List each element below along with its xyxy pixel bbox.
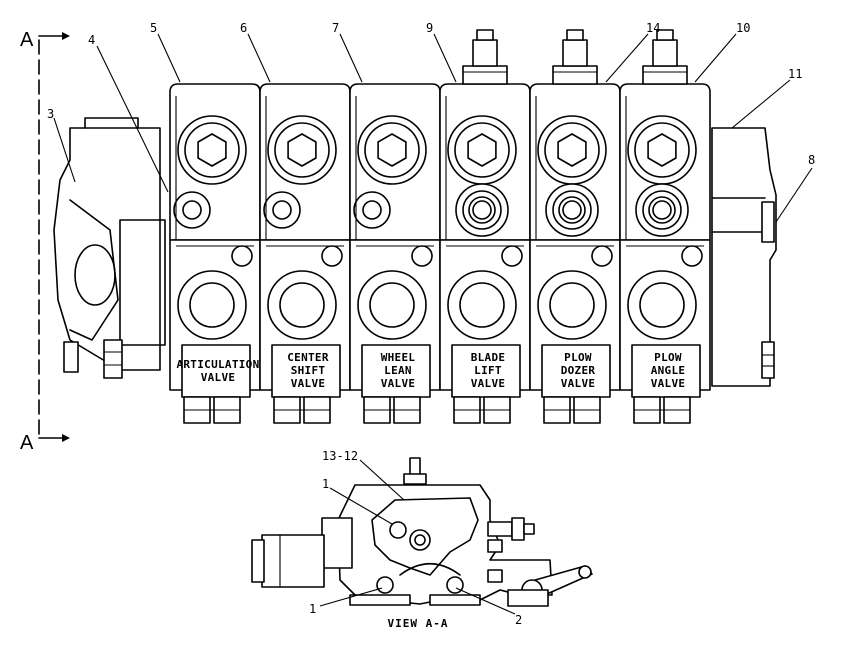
articulation-valve-label-line1: ARTICULATION	[176, 358, 259, 371]
blade-lift-valve-label-line1: BLADE	[471, 351, 506, 364]
view-a-a-label: VIEW A-A	[388, 617, 449, 630]
plow-dozer-valve-label-line1: PLOW	[564, 351, 592, 364]
plow-dozer-valve-label-line2: DOZER	[561, 364, 596, 377]
callout-6: 6	[240, 21, 247, 35]
callout-1-lower: 1	[309, 602, 316, 616]
callout-7: 7	[332, 21, 339, 35]
callout-4: 4	[88, 33, 95, 47]
center-shift-valve-label-line3: VALVE	[291, 377, 326, 390]
callout-leaders	[53, 33, 813, 615]
plow-angle-valve-label-line1: PLOW	[654, 351, 682, 364]
section-line-a-a: A A	[20, 29, 70, 454]
plow-angle-valve-label-line3: VALVE	[651, 377, 686, 390]
callout-9: 9	[426, 21, 433, 35]
inlet-housing	[53, 117, 166, 379]
callout-1-upper: 1	[322, 477, 329, 491]
center-shift-valve-label-line2: SHIFT	[291, 364, 326, 377]
articulation-valve-label-line2: VALVE	[201, 371, 236, 384]
wheel-lean-valve-label-line3: VALVE	[381, 377, 416, 390]
outlet-housing	[711, 127, 777, 387]
plow-angle-valve-label-line2: ANGLE	[651, 364, 686, 377]
callout-10: 10	[736, 21, 750, 35]
wheel-lean-valve-label-line2: LEAN	[384, 364, 412, 377]
callout-13-12: 13-12	[322, 449, 358, 463]
center-shift-valve-label-line1: CENTER	[287, 351, 329, 364]
wheel-lean-valve-label-line1: WHEEL	[381, 351, 416, 364]
plow-dozer-valve-label-line3: VALVE	[561, 377, 596, 390]
blade-lift-valve-label-line2: LIFT	[474, 364, 502, 377]
callout-2: 2	[515, 613, 522, 627]
callout-labels: 3 4 5 6 7 9 14 10 11 8 13-12 1 1 2	[47, 21, 815, 627]
callout-3: 3	[47, 107, 54, 121]
callout-11: 11	[788, 67, 802, 81]
valve-sections: ARTICULATIONVALVECENTERSHIFTVALVEWHEELLE…	[169, 29, 711, 424]
callout-8: 8	[808, 153, 815, 167]
view-a-a-drawing: VIEW A-A	[251, 457, 593, 630]
section-marker-bottom: A	[20, 432, 34, 454]
callout-14: 14	[646, 21, 660, 35]
section-marker-top: A	[20, 29, 34, 51]
callout-5: 5	[150, 21, 157, 35]
blade-lift-valve-label-line3: VALVE	[471, 377, 506, 390]
